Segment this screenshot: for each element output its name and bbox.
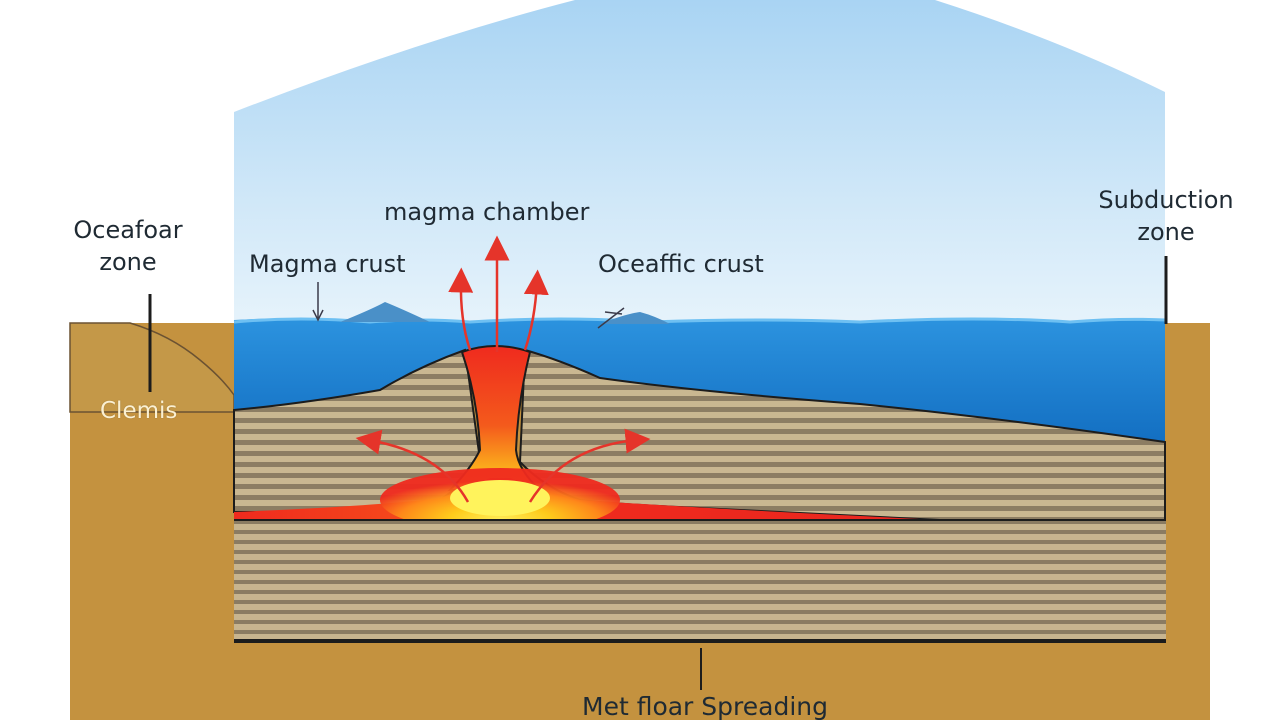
- arrow-curve-right: [528, 428, 651, 503]
- sky-panel: [234, 0, 1165, 324]
- label-ocean-floor-zone-line1: Oceafoar: [73, 216, 183, 244]
- label-subduction-zone-line2: zone: [1137, 218, 1195, 247]
- label-magma-chamber: magma chamber: [384, 198, 590, 226]
- label-magma-crust: Magma crust: [249, 250, 406, 278]
- label-spreading: Met floar Spreading: [582, 692, 828, 721]
- pointer-oceanic-crust: [597, 307, 625, 329]
- magma-chamber-core: [450, 480, 550, 516]
- label-ocean-floor-zone: Oceafoar zone: [68, 214, 188, 279]
- distant-island-left: [340, 302, 430, 322]
- distant-island-mid: [600, 312, 670, 324]
- label-subduction-zone: Subduction zone: [1086, 184, 1246, 249]
- lower-strata: [234, 520, 1166, 640]
- arrow-up-left: [448, 267, 474, 351]
- label-subduction-zone-line1: Subduction: [1098, 186, 1234, 214]
- label-oceanic-crust: Oceaffic crust: [598, 250, 764, 278]
- label-clemis: Clemis: [100, 398, 178, 424]
- label-ocean-floor-zone-line2: zone: [99, 248, 157, 277]
- arrow-curve-left: [355, 429, 470, 503]
- pointer-magma-crust: [312, 282, 324, 322]
- arrow-up-right: [523, 269, 549, 351]
